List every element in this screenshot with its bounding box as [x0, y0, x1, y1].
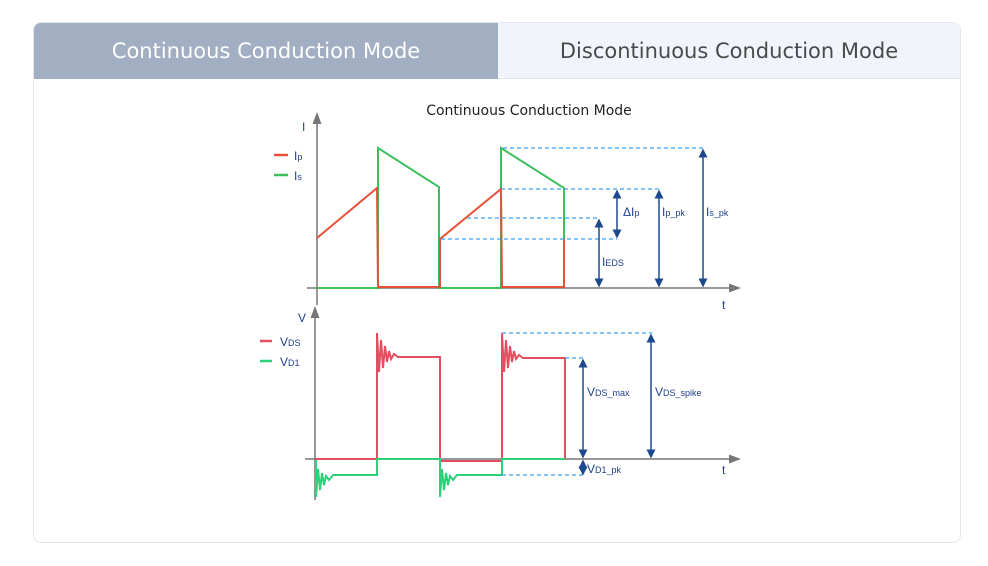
- vds-waveform: [315, 332, 566, 462]
- legend-is-label: Is: [294, 169, 302, 183]
- voltage-y-axis-label: V: [298, 311, 306, 325]
- vd1-pk-label: VD1_pk: [587, 462, 622, 476]
- tab-continuous-conduction-mode[interactable]: Continuous Conduction Mode: [34, 23, 498, 79]
- vds-max-label: VDS_max: [587, 385, 630, 399]
- diagram-title: Continuous Conduction Mode: [426, 103, 632, 119]
- vds-spike-label: VDS_spike: [655, 385, 702, 399]
- ip-waveform: [316, 185, 565, 288]
- is-pk-label: Is_pk: [706, 205, 729, 219]
- current-y-axis-label: I: [302, 120, 305, 134]
- legend-ip-label: Ip: [294, 149, 302, 163]
- voltage-chart: V t VDS VD1 VDS_max VDS_spike VD1_pk: [260, 306, 741, 500]
- legend-vds-label: VDS: [280, 335, 301, 349]
- delta-ip-label: ΔIp: [623, 205, 639, 219]
- mode-tabs: Continuous Conduction Mode Discontinuous…: [34, 23, 960, 79]
- ieds-label: IEDS: [602, 255, 624, 269]
- current-chart: I t Ip Is ΔIp Ip_pk Is_pk IEDS: [274, 112, 741, 312]
- tab-discontinuous-conduction-mode[interactable]: Discontinuous Conduction Mode: [498, 23, 960, 79]
- vd1-waveform: [315, 458, 565, 498]
- current-x-axis-label: t: [722, 298, 726, 312]
- legend-vd1-label: VD1: [280, 355, 300, 369]
- voltage-x-axis-label: t: [722, 463, 726, 477]
- ip-pk-label: Ip_pk: [662, 205, 685, 219]
- mode-card: Continuous Conduction Mode Discontinuous…: [33, 22, 961, 543]
